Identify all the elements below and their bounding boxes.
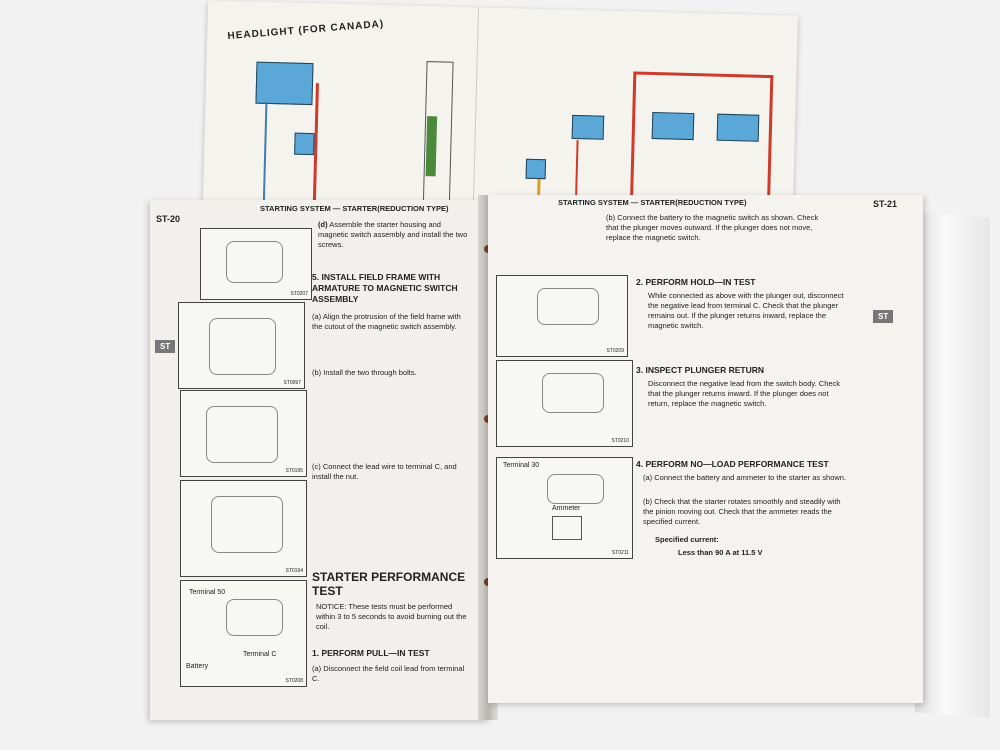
figure-id: ST0194 <box>285 568 303 574</box>
label-ammeter: Ammeter <box>552 505 581 512</box>
page-number: ST-20 <box>156 214 181 224</box>
step-text: Connect the lead wire to terminal C, and… <box>312 462 457 481</box>
step-number: 3. <box>636 365 644 375</box>
figure-starter-housing: ST0207 <box>200 228 312 300</box>
step-d: (d) Assemble the starter housing and mag… <box>318 220 468 250</box>
wire <box>262 101 268 212</box>
page-stack-edge <box>915 212 990 718</box>
label-terminal-30: Terminal 30 <box>503 462 540 469</box>
section-title: STARTER PERFORMANCE TEST <box>312 570 466 598</box>
step-marker: (d) <box>318 220 328 229</box>
manual-page-right: STARTING SYSTEM — STARTER(REDUCTION TYPE… <box>488 195 923 703</box>
step-text: Install the two through bolts. <box>323 368 417 377</box>
step-marker: (a) <box>312 312 322 321</box>
step-5a: (a) Align the protrusion of the field fr… <box>312 312 470 332</box>
figure-plunger-return: ST0210 <box>496 360 633 447</box>
figure-hold-in-test: ST0209 <box>496 275 628 357</box>
step-number: 2. <box>636 277 644 287</box>
section-tab: ST <box>155 340 176 353</box>
diagram-block <box>294 132 315 156</box>
step-text: Disconnect the field coil lead from term… <box>312 664 465 683</box>
step-title: PERFORM HOLD—IN TEST <box>645 277 756 287</box>
diagram-block <box>255 61 314 106</box>
wire <box>425 116 438 177</box>
figure-id: ST0208 <box>285 678 303 684</box>
step-5-heading: 5. INSTALL FIELD FRAME WITH ARMATURE TO … <box>312 272 470 305</box>
section-tab: ST <box>873 310 894 323</box>
figure-id: ST0195 <box>285 468 303 474</box>
step-3-text: Disconnect the negative lead from the sw… <box>648 379 841 408</box>
diagram-block <box>525 158 547 180</box>
step-marker: (b) <box>312 368 322 377</box>
page-header: STARTING SYSTEM — STARTER(REDUCTION TYPE… <box>558 198 747 207</box>
step-5c: (c) Connect the lead wire to terminal C,… <box>312 462 470 482</box>
step-marker: (c) <box>312 462 321 471</box>
label-terminal-50: Terminal 50 <box>189 589 226 596</box>
step-4a: (a) Connect the battery and ammeter to t… <box>643 473 848 483</box>
step-text: Connect the battery to the magnetic swit… <box>606 213 819 242</box>
step-2-text: While connected as above with the plunge… <box>648 291 844 330</box>
step-text: Align the protrusion of the field frame … <box>312 312 461 331</box>
spec-value: Less than 90 A at 11.5 V <box>678 548 763 557</box>
label-terminal-c: Terminal C <box>243 651 277 658</box>
step-marker: (a) <box>312 664 322 673</box>
step-text: Connect the battery and ammeter to the s… <box>654 473 847 482</box>
step-marker: (b) <box>643 497 653 506</box>
step-title: PERFORM PULL—IN TEST <box>321 648 430 658</box>
step-1a: (a) Disconnect the field coil lead from … <box>312 664 470 684</box>
figure-id: ST0207 <box>290 291 308 297</box>
step-title: INSTALL FIELD FRAME WITH ARMATURE TO MAG… <box>312 272 458 304</box>
figure-id: ST0209 <box>606 348 624 354</box>
spec-label: Specified current: <box>655 535 719 544</box>
figure-id: ST0210 <box>611 438 629 444</box>
step-text: Assemble the starter housing and magneti… <box>318 220 468 249</box>
step-5b: (b) Install the two through bolts. <box>312 368 470 378</box>
step-4b: (b) Check that the starter rotates smoot… <box>643 497 848 527</box>
page-header: STARTING SYSTEM — STARTER(REDUCTION TYPE… <box>260 204 449 213</box>
figure-field-frame: ST0097 <box>178 302 305 389</box>
notice: NOTICE: These tests must be performed wi… <box>316 602 467 631</box>
step-marker: (a) <box>643 473 653 482</box>
step-2-heading: 2. PERFORM HOLD—IN TEST <box>636 277 756 288</box>
figure-through-bolts: ST0195 <box>180 390 307 477</box>
wire <box>633 71 774 79</box>
figure-pull-in-test: Terminal 50 Battery Terminal C ST0208 <box>180 580 307 687</box>
relay-block <box>571 114 605 140</box>
relay-block <box>651 111 695 141</box>
label-battery: Battery <box>186 663 209 670</box>
step-3-heading: 3. INSPECT PLUNGER RETURN <box>636 365 764 376</box>
figure-lead-wire: ST0194 <box>180 480 307 577</box>
figure-id: ST0097 <box>283 380 301 386</box>
figure-no-load-test: Terminal 30 Ammeter ST0211 <box>496 457 633 559</box>
diagram-title: HEADLIGHT (FOR CANADA) <box>227 18 385 43</box>
step-number: 4. <box>636 459 644 469</box>
step-number: 1. <box>312 648 320 658</box>
step-number: 5. <box>312 272 320 282</box>
page-number: ST-21 <box>873 199 898 209</box>
step-marker: (b) <box>606 213 616 222</box>
step-title: PERFORM NO—LOAD PERFORMANCE TEST <box>645 459 829 469</box>
relay-block <box>716 113 760 142</box>
step-text: Check that the starter rotates smoothly … <box>643 497 841 526</box>
step-1-heading: 1. PERFORM PULL—IN TEST <box>312 648 470 659</box>
step-4-heading: 4. PERFORM NO—LOAD PERFORMANCE TEST <box>636 459 829 470</box>
manual-page-left: ST-20 STARTING SYSTEM — STARTER(REDUCTIO… <box>150 200 490 720</box>
figure-id: ST0211 <box>611 550 629 556</box>
step-title: INSPECT PLUNGER RETURN <box>645 365 765 375</box>
wire <box>629 71 637 212</box>
step-b: (b) Connect the battery to the magnetic … <box>606 213 831 243</box>
